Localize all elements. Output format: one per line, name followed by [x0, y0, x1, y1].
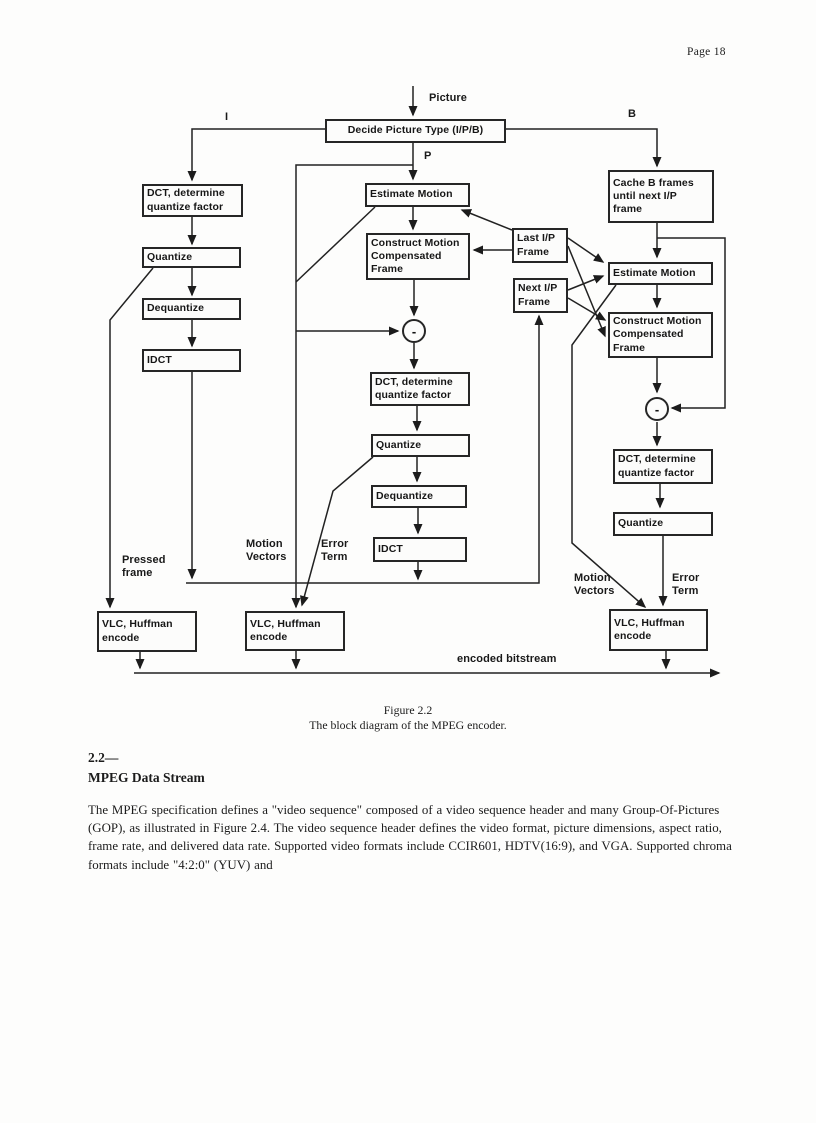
box-vlc-left: VLC, Huffman encode: [97, 611, 197, 652]
box-idct-mid: IDCT: [373, 537, 467, 562]
label-motion-vectors-mid: Motion Vectors: [246, 538, 287, 563]
box-estimate-motion-right: Estimate Motion: [608, 262, 713, 285]
label-branch-b: B: [628, 108, 637, 120]
label-motion-vectors-right: Motion Vectors: [574, 572, 615, 597]
subtractor-circle-right: -: [645, 397, 669, 421]
box-last-ip-frame: Last I/P Frame: [512, 228, 568, 263]
label-encoded-bitstream: encoded bitstream: [457, 653, 557, 665]
diagram-connector-lines: [105, 86, 726, 678]
label-pressed-frame: Pressed frame: [122, 554, 166, 579]
box-cache-b-frames: Cache B frames until next I/P frame: [608, 170, 714, 223]
connectors: [105, 86, 726, 678]
figure-caption-text: The block diagram of the MPEG encoder.: [309, 717, 507, 732]
figure-caption: Figure 2.2 The block diagram of the MPEG…: [0, 703, 816, 732]
label-branch-i: I: [225, 111, 229, 123]
box-dequantize-left: Dequantize: [142, 298, 241, 320]
subtractor-circle-mid: -: [402, 319, 426, 343]
section-title: MPEG Data Stream: [88, 770, 205, 785]
label-error-term-mid: Error Term: [321, 538, 349, 563]
section-number: 2.2—: [88, 750, 119, 765]
section-heading: 2.2— MPEG Data Stream: [88, 748, 205, 788]
figure-caption-number: Figure 2.2: [383, 703, 433, 717]
box-dequantize-mid: Dequantize: [371, 485, 467, 508]
box-vlc-right: VLC, Huffman encode: [609, 609, 708, 651]
box-idct-left: IDCT: [142, 349, 241, 372]
box-dct-right: DCT, determine quantize factor: [613, 449, 713, 484]
box-dct-mid: DCT, determine quantize factor: [370, 372, 470, 406]
box-vlc-mid: VLC, Huffman encode: [245, 611, 345, 651]
box-decide-picture-type: Decide Picture Type (I/P/B): [325, 119, 506, 143]
label-picture: Picture: [429, 92, 467, 104]
label-error-term-right: Error Term: [672, 572, 700, 597]
box-dct-left: DCT, determine quantize factor: [142, 184, 243, 217]
box-construct-motion-mid: Construct Motion Compensated Frame: [366, 233, 470, 280]
mpeg-encoder-diagram: Decide Picture Type (I/P/B) DCT, determi…: [97, 86, 726, 678]
label-branch-p: P: [424, 150, 432, 162]
page-number: Page 18: [687, 46, 726, 58]
box-construct-motion-right: Construct Motion Compensated Frame: [608, 312, 713, 358]
box-estimate-motion-mid: Estimate Motion: [365, 183, 470, 207]
box-next-ip-frame: Next I/P Frame: [513, 278, 568, 313]
box-quantize-mid: Quantize: [371, 434, 470, 457]
box-quantize-left: Quantize: [142, 247, 241, 268]
body-paragraph: The MPEG specification defines a "video …: [88, 803, 732, 872]
box-quantize-right: Quantize: [613, 512, 713, 536]
